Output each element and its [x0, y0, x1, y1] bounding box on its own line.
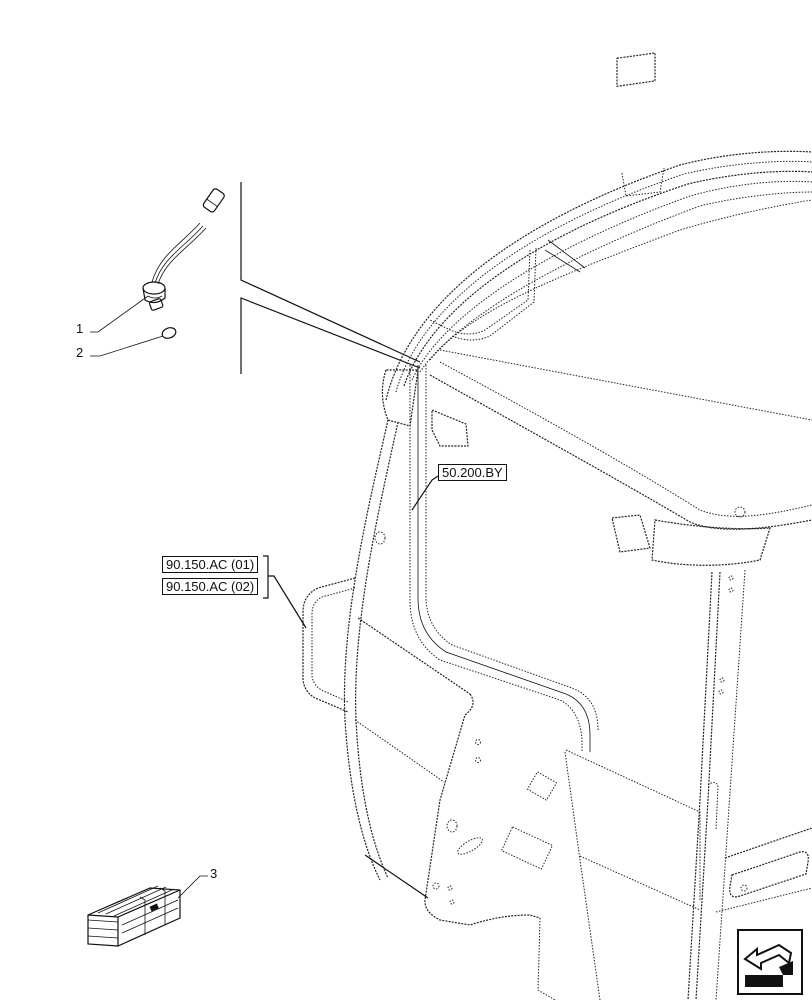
part-1-switch-harness[interactable]: [142, 188, 225, 311]
part-3-kit-crate[interactable]: [87, 885, 181, 947]
callout-3[interactable]: 3: [210, 866, 218, 881]
ref-link-50-200-by[interactable]: 50.200.BY: [438, 464, 507, 481]
cab-structure: [302, 52, 812, 1000]
bracket-90-150-ac: [263, 555, 269, 599]
callout-1[interactable]: 1: [76, 321, 84, 336]
callout-2[interactable]: 2: [76, 345, 84, 360]
previous-view-button[interactable]: [737, 929, 803, 995]
ref-link-90-150-ac-01[interactable]: 90.150.AC (01): [162, 556, 259, 573]
part-2-o-ring[interactable]: [161, 326, 178, 340]
ref-link-90-150-ac-02[interactable]: 90.150.AC (02): [162, 578, 259, 595]
arrow-down-left-icon: [743, 943, 793, 987]
leader-50-200-by: [411, 475, 439, 511]
